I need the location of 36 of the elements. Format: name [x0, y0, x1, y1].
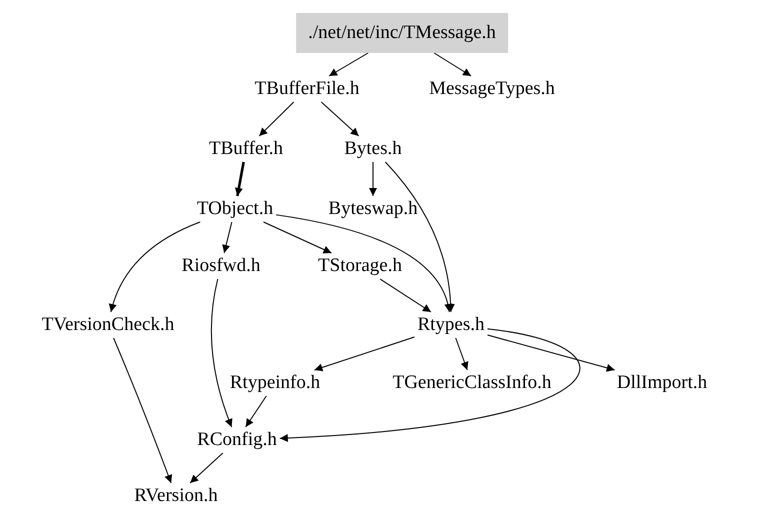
header-file-box: ./net/net/inc/TMessage.h [296, 13, 508, 53]
header-file-label: TBuffer.h [206, 136, 286, 162]
header-file-label: TGenericClassInfo.h [390, 370, 554, 396]
arrow [320, 102, 360, 136]
arrow [113, 338, 172, 484]
arrow [109, 222, 201, 312]
arrow [276, 214, 452, 312]
header-file-label: TVersionCheck.h [38, 312, 178, 338]
arrow [384, 162, 455, 312]
header-file-label: Riosfwd.h [178, 253, 264, 279]
header-file-label: MessageTypes.h [426, 76, 558, 102]
header-file-label: TObject.h [194, 196, 276, 222]
header-file-label: Bytes.h [341, 136, 405, 162]
header-file-label: DllImport.h [614, 370, 710, 396]
arrow [210, 278, 232, 428]
header-file-label: TStorage.h [315, 253, 405, 279]
arrow [328, 52, 369, 76]
header-file-label: Byteswap.h [325, 196, 421, 222]
arrow [455, 338, 468, 370]
arrow [279, 328, 580, 442]
arrow [487, 334, 616, 372]
arrow [369, 162, 377, 196]
arrow [234, 162, 245, 196]
arrow [380, 278, 432, 312]
arrow [434, 52, 472, 76]
arrow [190, 452, 224, 484]
header-file-label: Rtypes.h [414, 312, 488, 338]
header-file-label: RConfig.h [194, 427, 280, 453]
header-file-label: RVersion.h [131, 483, 221, 509]
header-file-label: Rtypeinfo.h [226, 370, 324, 396]
arrow [263, 222, 332, 254]
header-file-label: TBufferFile.h [252, 76, 362, 102]
arrow [245, 396, 267, 428]
arrow [258, 102, 294, 136]
arrow [314, 336, 415, 372]
arrow [222, 222, 232, 254]
